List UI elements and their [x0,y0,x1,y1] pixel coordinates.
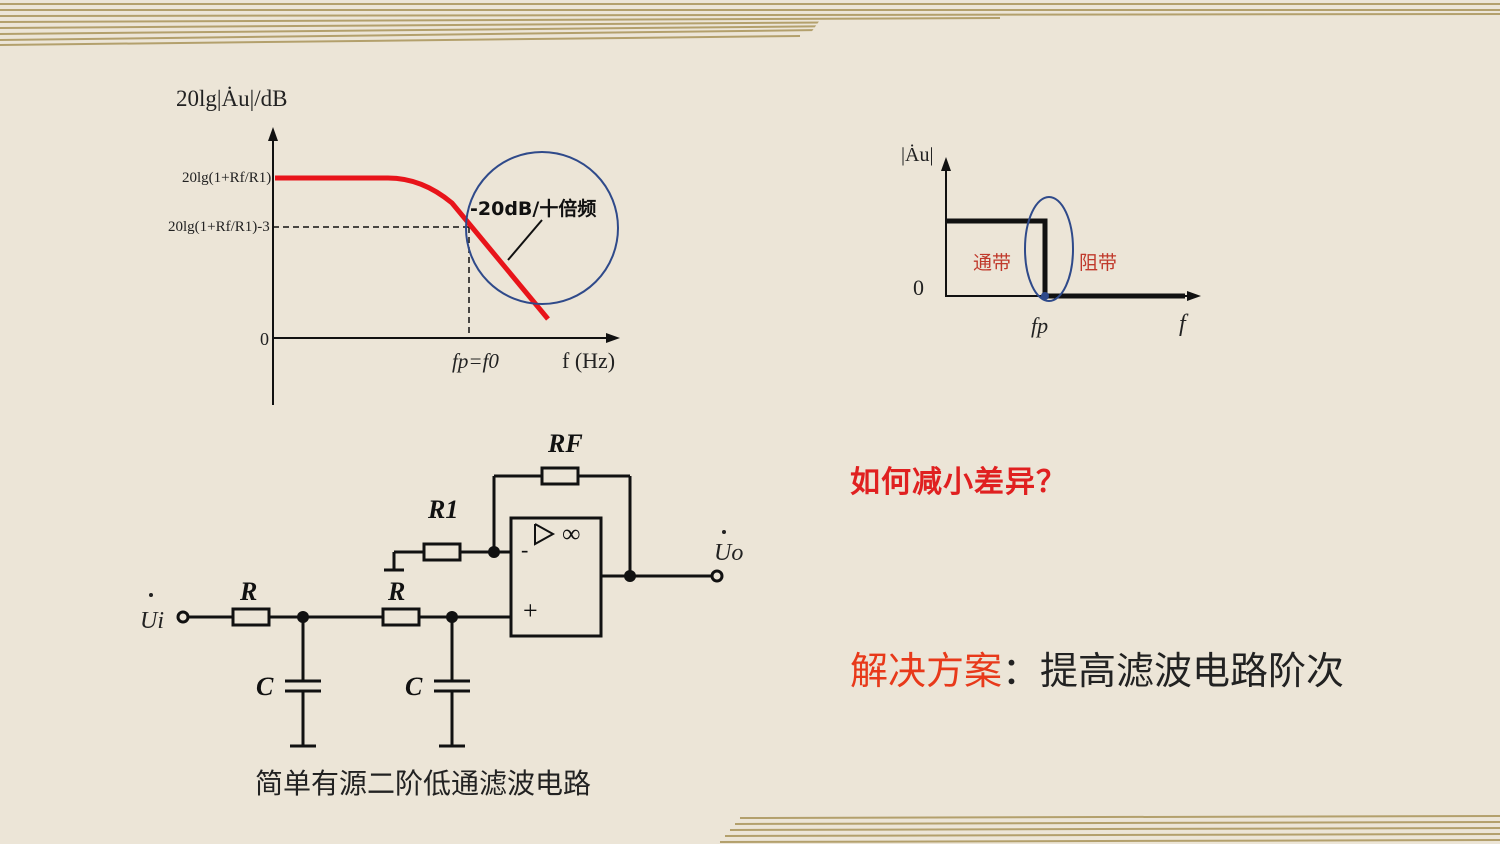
level-high-label: 20lg(1+Rf/R1) [182,170,271,186]
solution-key: 解决方案 [850,649,1003,693]
resistor-r1 [422,542,462,562]
ideal-x-axis-label: f [1179,311,1189,337]
c-second-label: C [405,672,423,701]
circuit-caption: 简单有源二阶低通滤波电路 [255,767,592,800]
r1-label: R1 [427,495,458,524]
ideal-corner-label: fp [1031,313,1048,338]
ideal-x-arrow-icon [1187,291,1201,301]
top-stripes-decoration [0,0,1500,48]
slope-pointer-line [507,219,543,261]
r-first-label: R [239,577,257,606]
opamp-plus-sign: + [523,596,538,625]
bode-corner-label: fp=f0 [452,349,499,373]
level-minus3-label: 20lg(1+Rf/R1)-3 [168,219,270,235]
bode-x-axis-label: f (Hz) [562,348,615,373]
resistor-r-second [381,607,421,627]
output-dot-accent [722,530,726,534]
ideal-response-line [946,218,1185,299]
junction-dot [446,611,458,623]
question-heading: 如何减小差异？ [850,465,1067,500]
rf-label: RF [547,429,583,458]
slope-highlight-circle [465,151,619,305]
resistor-r-first [231,607,271,627]
ideal-response-plot: |Ȧu| 0 通带 阻带 fp f [901,143,1201,338]
resistor-rf [540,466,580,486]
slope-label: -20dB/十倍频 [470,197,596,220]
ideal-y-arrow-icon [941,157,951,171]
stopband-label: 阻带 [1079,252,1117,274]
circuit-diagram: Ui Uo R R R1 RF C C ∞ - + [140,429,743,748]
bode-plot: 20lg|Ȧu|/dB 20lg(1+Rf/R1) 20lg(1+Rf/R1)-… [168,86,620,405]
junction-dot [488,546,500,558]
ideal-origin-label: 0 [913,275,924,300]
opamp-gain-symbol: ∞ [562,519,581,548]
opamp-triangle-icon [534,523,556,546]
corner-dot [1041,292,1049,300]
junction-dot [624,570,636,582]
input-dot-accent [149,593,153,597]
bode-y-axis-label: 20lg|Ȧu|/dB [176,86,287,111]
input-label: Ui [140,608,164,634]
bode-x-arrow-icon [606,333,620,343]
r-second-label: R [387,577,405,606]
output-label: Uo [714,540,743,566]
ideal-y-axis-label: |Ȧu| [901,143,933,166]
solution-separator: ： [1002,649,1041,693]
bode-origin-label: 0 [260,329,269,349]
transition-highlight-ellipse [1024,196,1074,302]
bottom-stripes-decoration [719,815,1500,843]
opamp-minus-sign: - [521,537,528,562]
output-terminal [710,569,724,583]
solution-text: 提高滤波电路阶次 [1040,649,1345,693]
bode-y-arrow-icon [268,127,278,141]
input-terminal [176,610,190,624]
junction-dot [297,611,309,623]
passband-label: 通带 [973,252,1011,274]
c-first-label: C [256,672,274,701]
solution-line: 解决方案：提高滤波电路阶次 [850,640,1344,695]
response-curve [275,175,550,321]
